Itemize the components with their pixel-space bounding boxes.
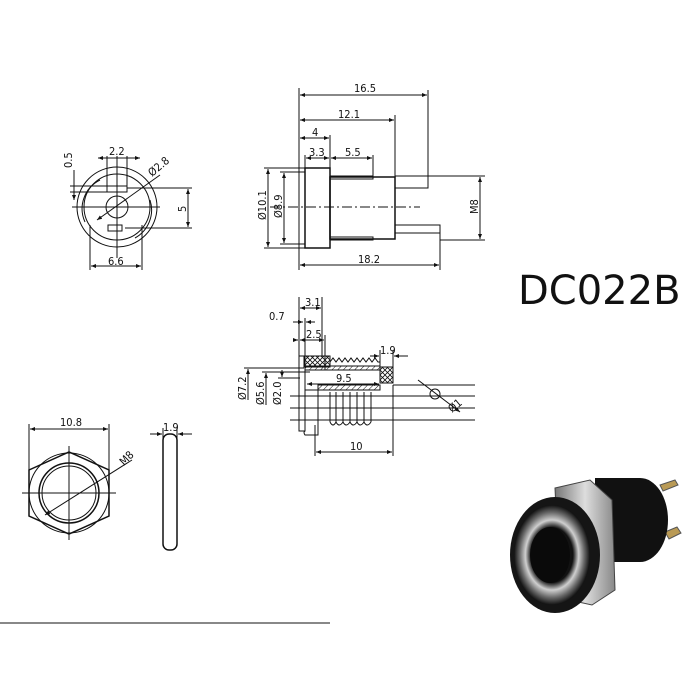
dim-dia-10-1: Ø10.1 [256, 190, 269, 220]
dim-6-6: 6.6 [108, 255, 124, 268]
dim-18-2: 18.2 [358, 253, 380, 266]
dim-4: 4 [312, 126, 318, 139]
dim-16-5: 16.5 [354, 82, 376, 95]
dim-2-5: 2.5 [306, 328, 322, 341]
dim-3-1: 3.1 [305, 296, 321, 309]
dim-dia-5-6: Ø5.6 [254, 381, 267, 405]
dim-dia-1: Ø1 [446, 396, 465, 415]
dim-1-9: 1.9 [380, 344, 396, 357]
dim-m8-nut: M8 [117, 448, 137, 468]
dc-jack-photo [510, 478, 682, 613]
dim-9-5: 9.5 [336, 372, 352, 385]
dim-3-3: 3.3 [309, 146, 325, 159]
dim-12-1: 12.1 [338, 108, 360, 121]
nut-view: M8 10.8 1.9 [22, 416, 192, 551]
dim-10: 10 [350, 440, 363, 453]
dim-dia-7-2: Ø7.2 [236, 376, 249, 400]
dim-2-2: 2.2 [109, 145, 125, 158]
dim-dia-2-0: Ø2.0 [271, 381, 284, 405]
dim-5: 5 [176, 206, 189, 212]
section-view: Ø1 3.1 0.7 2.5 1.9 Ø7.2 Ø5.6 Ø2.0 9.5 10 [236, 296, 475, 456]
dim-dia-8-9: Ø8.9 [272, 194, 285, 218]
part-number-title: DC022B [518, 268, 681, 314]
dim-0-5: 0.5 [62, 152, 75, 168]
dim-1-9-nut: 1.9 [163, 421, 179, 434]
side-view: 16.5 12.1 4 3.3 5.5 Ø10.1 Ø8.9 M8 18.2 [256, 82, 485, 270]
dim-m8: M8 [468, 199, 481, 214]
dim-10-8: 10.8 [60, 416, 82, 429]
front-view: 2.2 0.5 Ø2.8 5 6.6 [62, 145, 192, 270]
dim-0-7: 0.7 [269, 310, 285, 323]
dim-5-5: 5.5 [345, 146, 361, 159]
